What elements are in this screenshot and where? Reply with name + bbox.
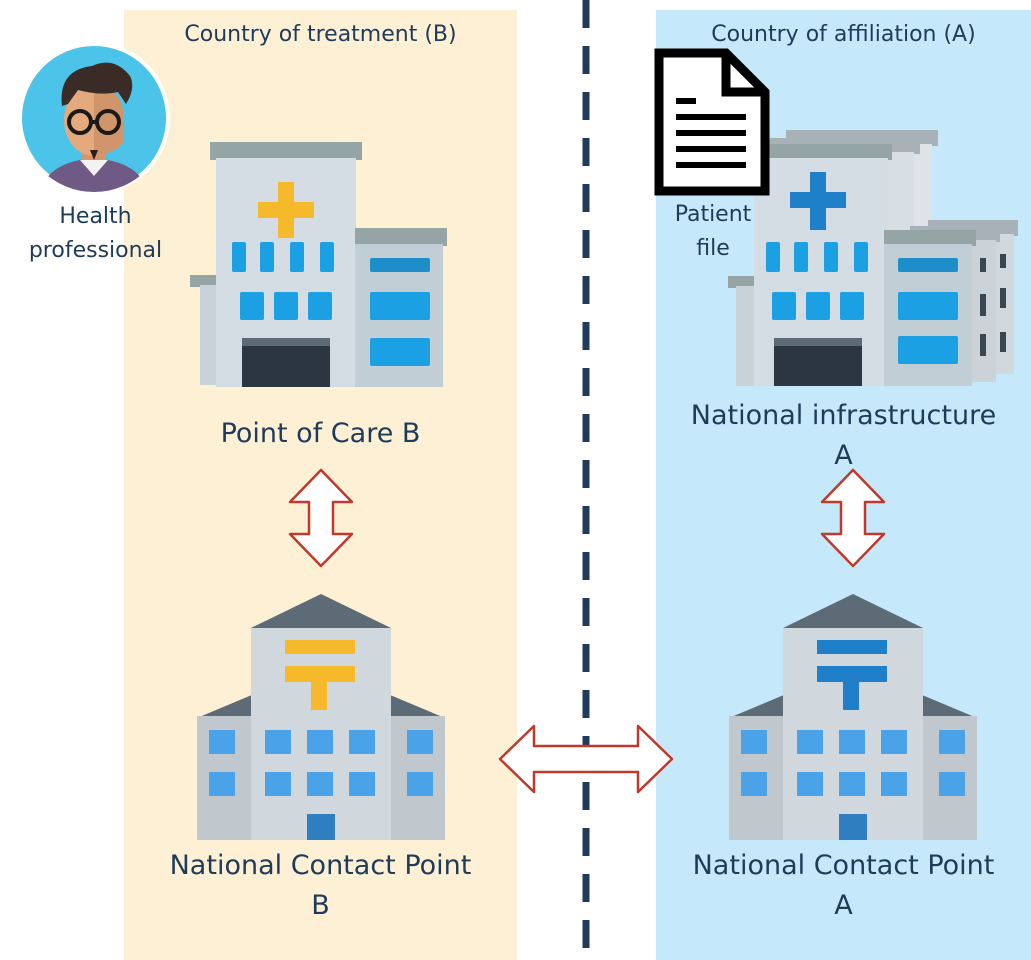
national-contact-point-building-icon [729, 594, 977, 840]
double-arrow-horizontal-icon [498, 724, 674, 794]
national-infrastructure-hospitals-icon [728, 130, 1018, 386]
patient-file-label: Patient file [674, 202, 752, 261]
treatment-country-title: Country of treatment (B) [184, 22, 457, 47]
double-arrow-vertical-a-icon [820, 468, 886, 568]
patient-file-icon [654, 48, 770, 196]
ncp-b-label: National Contact Point B [169, 850, 472, 921]
point-of-care-label: Point of Care B [220, 418, 421, 449]
affiliation-country-title: Country of affiliation (A) [711, 22, 976, 47]
border-divider [582, 0, 590, 960]
double-arrow-vertical-b-icon [288, 468, 354, 568]
ncp-a-label: National Contact Point A [692, 850, 995, 921]
hospital-icon [190, 142, 447, 387]
health-professional-label: Health professional [28, 204, 163, 263]
national-contact-point-building-icon [197, 594, 445, 840]
national-infrastructure-label: National infrastructure A [690, 400, 997, 471]
health-professional-icon [18, 42, 170, 194]
